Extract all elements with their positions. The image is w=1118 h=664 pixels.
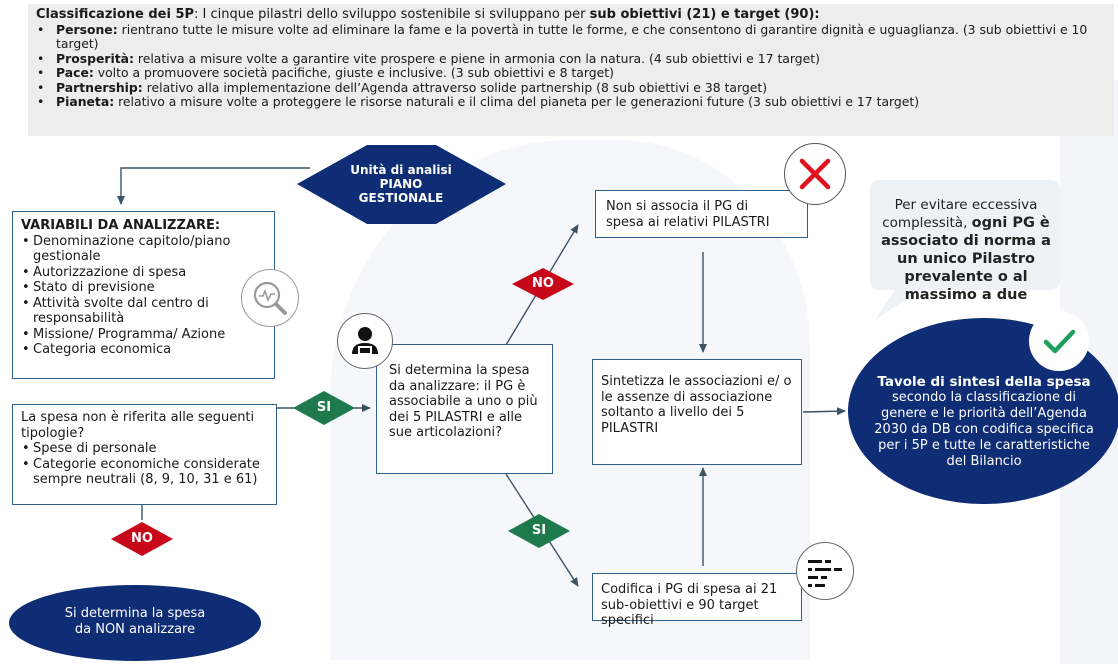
arrow-synth-to-tavole bbox=[802, 407, 846, 416]
unit-of-analysis-diamond bbox=[297, 145, 506, 224]
code-icon bbox=[796, 542, 854, 600]
cross-icon bbox=[784, 143, 846, 205]
tavole-text: Tavole di sintesi della spesa secondo la… bbox=[874, 374, 1094, 469]
no-association-box: Non si associa il PG di spesa ai relativ… bbox=[595, 190, 808, 238]
codifica-box: Codifica i PG di spesa ai 21 sub-obietti… bbox=[592, 573, 802, 628]
variables-box: VARIABILI DA ANALIZZARE: Denominazione c… bbox=[12, 211, 275, 379]
magnifier-icon bbox=[241, 269, 299, 327]
no-association-text: Non si associa il PG di spesa ai relativ… bbox=[606, 199, 770, 230]
decision-si-diamond bbox=[508, 514, 570, 548]
si-label: SI bbox=[316, 400, 332, 415]
si-label: SI bbox=[531, 523, 547, 538]
variable-item: Missione/ Programma/ Azione bbox=[21, 327, 270, 343]
not-analyze-ellipse bbox=[9, 585, 261, 661]
classification-info-panel: Classificazione dei 5P: I cinque pilastr… bbox=[28, 4, 1114, 136]
synthesis-box: Sintetizza le associazioni e/ o le assen… bbox=[592, 359, 802, 465]
variables-title: VARIABILI DA ANALIZZARE: bbox=[21, 218, 221, 233]
arrow-unit-to-variables bbox=[117, 167, 310, 205]
not-analyze-text: Si determina la spesa da NON analizzare bbox=[64, 606, 206, 637]
decision-si-diamond bbox=[293, 391, 355, 425]
info-title: Classificazione dei 5P: I cinque pilastr… bbox=[36, 7, 820, 22]
determine-box: Si determina la spesa da analizzare: il … bbox=[376, 344, 553, 474]
pillar-item-partnership: Partnership: relativo alla implementazio… bbox=[34, 80, 1109, 96]
note-text: Per evitare eccessiva complessità, ogni … bbox=[881, 197, 1051, 303]
pillar-item-pace: Pace: volto a promuovere società pacific… bbox=[34, 66, 1109, 82]
variable-item: Categoria economica bbox=[21, 342, 270, 358]
pillar-item-prosperita: Prosperità: relativa a misure volte a ga… bbox=[34, 51, 1109, 67]
variable-item: Stato di previsione bbox=[21, 280, 270, 296]
note-speech-bubble bbox=[870, 180, 1060, 320]
pillar-list: Persone: rientrano tutte le misure volte… bbox=[34, 22, 1109, 110]
check-icon bbox=[1029, 311, 1089, 371]
synthesis-text: Sintetizza le associazioni e/ o le assen… bbox=[601, 374, 792, 436]
variable-item: Attività svolte dal centro di responsabi… bbox=[21, 296, 233, 327]
exclusion-question: La spesa non è riferita alle seguenti ti… bbox=[21, 410, 255, 441]
decision-no-diamond bbox=[111, 522, 173, 556]
pillar-item-pianeta: Pianeta: relativo a misure volte a prote… bbox=[34, 94, 1109, 110]
pillar-item-persone: Persone: rientrano tutte le misure volte… bbox=[34, 22, 1109, 52]
analyst-icon bbox=[337, 313, 393, 369]
exclusion-box: La spesa non è riferita alle seguenti ti… bbox=[12, 404, 277, 505]
no-label: NO bbox=[131, 531, 153, 546]
determine-text: Si determina la spesa da analizzare: il … bbox=[389, 363, 538, 440]
decision-no-diamond bbox=[512, 268, 574, 300]
exclusion-item: Spese di personale bbox=[21, 441, 272, 457]
variable-item: Denominazione capitolo/piano gestionale bbox=[21, 234, 238, 265]
exclusion-item: Categorie economiche considerate sempre … bbox=[21, 457, 271, 488]
codifica-text: Codifica i PG di spesa ai 21 sub-obietti… bbox=[601, 582, 778, 628]
no-label: NO bbox=[532, 276, 554, 291]
variable-item: Autorizzazione di spesa bbox=[21, 265, 270, 281]
